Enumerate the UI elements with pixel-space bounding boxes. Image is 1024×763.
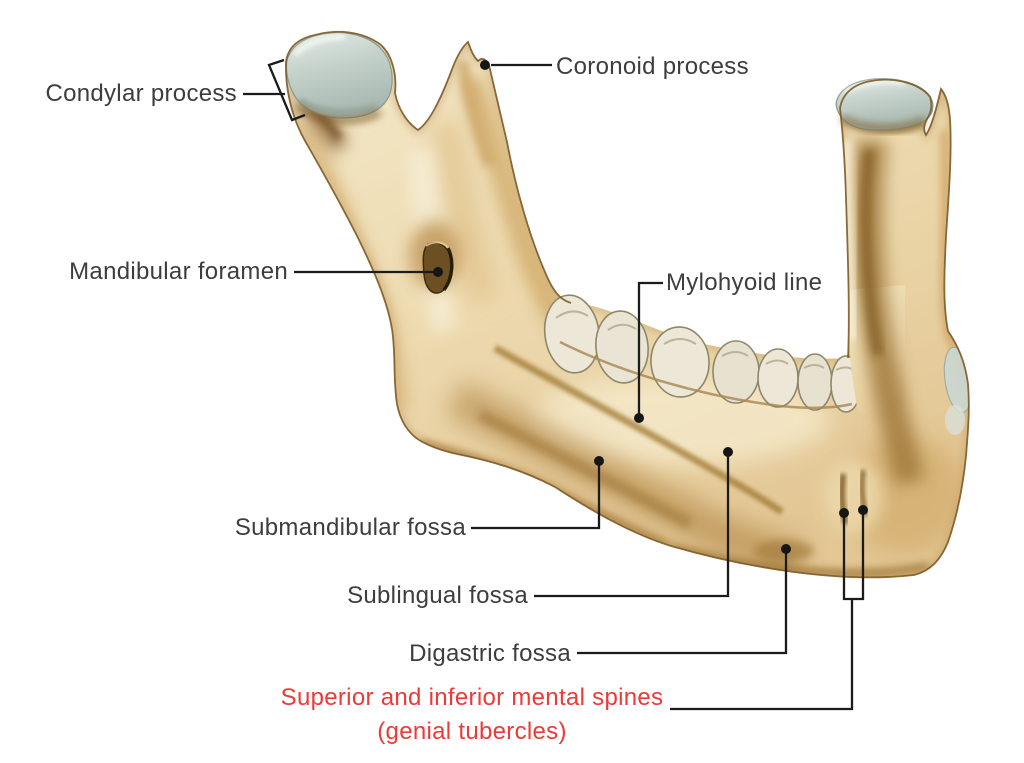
label-mental-spines-line2: (genial tubercles): [377, 718, 567, 745]
dot-submandibular: [594, 456, 604, 466]
right-ramus-shading: [559, 112, 969, 486]
dot-mental-spine-right: [858, 505, 868, 515]
leader-lines: [243, 58, 865, 711]
label-mental-spines-line1: Superior and inferior mental spines: [280, 684, 664, 711]
dot-digastric: [781, 544, 791, 554]
leader-submandibular-fossa: [471, 464, 601, 530]
dot-coronoid: [480, 60, 490, 70]
dot-mylohyoid: [634, 413, 644, 423]
leader-digastric-fossa: [577, 552, 788, 655]
label-mylohyoid-line: Mylohyoid line: [666, 269, 823, 296]
dot-mental-spine-left: [839, 508, 849, 518]
label-condylar-process: Condylar process: [45, 80, 237, 107]
leader-dots: [433, 60, 868, 554]
gum-line: [559, 340, 853, 409]
label-mental-spines: Superior and inferior mental spines (gen…: [270, 681, 674, 749]
leader-sublingual-fossa: [534, 455, 730, 598]
dot-sublingual: [723, 447, 733, 457]
left-condyle-cartilage: [285, 32, 393, 124]
leader-mental-spines: [670, 599, 854, 711]
bone-outline: [285, 30, 970, 579]
leader-mylohyoid-line: [637, 281, 663, 416]
dot-mandibular-foramen: [433, 267, 443, 277]
label-sublingual-fossa: Sublingual fossa: [347, 582, 528, 609]
label-mandibular-foramen: Mandibular foramen: [69, 258, 288, 285]
label-digastric-fossa: Digastric fossa: [409, 640, 571, 667]
label-coronoid-process: Coronoid process: [556, 53, 749, 80]
label-submandibular-fossa: Submandibular fossa: [234, 514, 466, 541]
condylar-bracket: [267, 58, 306, 122]
mental-spines-bracket: [842, 514, 865, 601]
